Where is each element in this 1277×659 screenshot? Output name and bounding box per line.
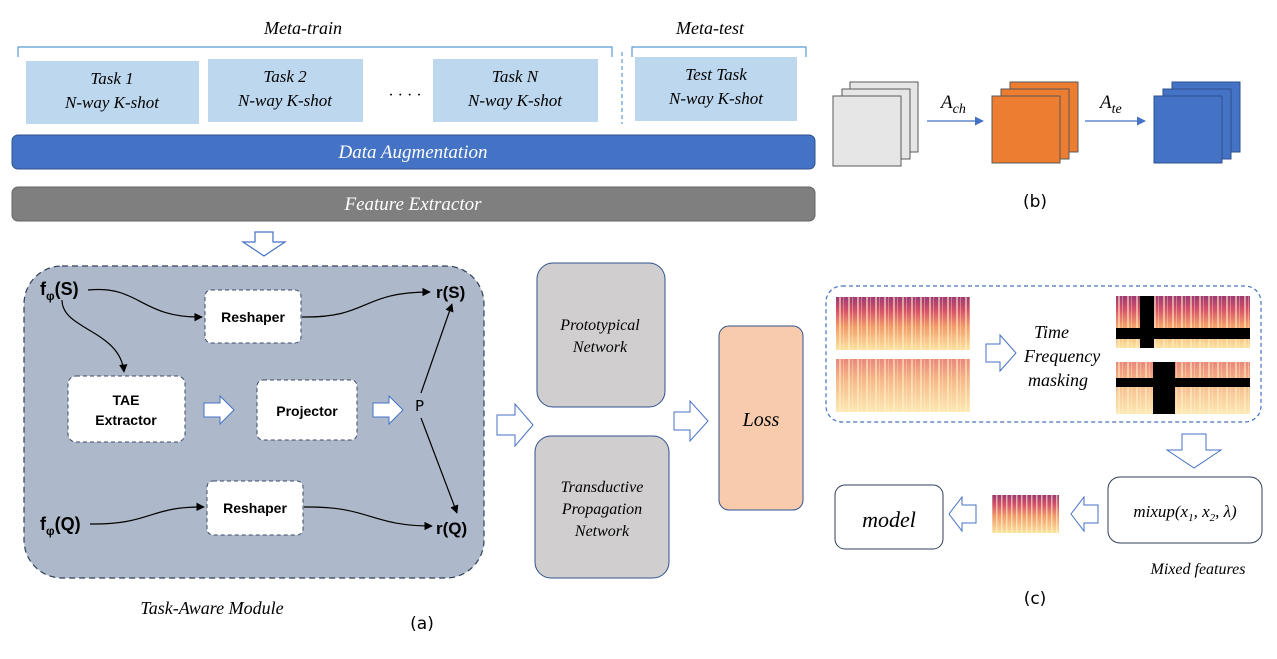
down-arrow-icon <box>1165 433 1223 469</box>
right-arrow-icon <box>372 394 404 426</box>
left-arrow-icon <box>948 495 977 533</box>
test-task-box: Test Task N-way K-shot <box>635 57 797 121</box>
meta-train-label: Meta-train <box>263 18 342 38</box>
orange-stack <box>991 81 1079 164</box>
p-to-rq-connector <box>420 417 459 514</box>
trans-label-2: Propagation <box>561 501 642 518</box>
spectrogram-original-bottom <box>836 359 970 412</box>
masking-label-1: Time <box>1034 322 1069 342</box>
transductive-network-box: Transductive Propagation Network <box>534 435 670 579</box>
task-shot: N-way K-shot <box>64 93 160 112</box>
spectrogram-masked-top <box>1116 296 1250 348</box>
tae-extractor-box: TAE Extractor <box>67 375 186 443</box>
panel-b-label: (b) <box>1023 192 1047 212</box>
reshaper-to-rq-connector <box>303 506 433 531</box>
meta-test-bracket <box>631 46 807 57</box>
left-arrow-icon <box>1070 495 1099 533</box>
fs-to-tae-connector <box>61 299 128 373</box>
mixup-box: mixup(x1, x2, λ) <box>1107 476 1263 544</box>
panel-c-label: (c) <box>1024 589 1047 609</box>
a-te-label: Ate <box>1098 92 1122 117</box>
task-name: Task N <box>492 67 540 86</box>
f-phi-s: fφ(S) <box>40 279 79 303</box>
task-name: Test Task <box>685 65 747 84</box>
reshaper-top-label: Reshaper <box>221 309 285 325</box>
task-box-2: Task 2 N-way K-shot <box>208 59 363 122</box>
tae-label-2: Extractor <box>95 412 157 428</box>
proto-label-2: Network <box>572 339 628 356</box>
feature-extractor-bar: Feature Extractor <box>11 186 816 222</box>
mixed-features-label: Mixed features <box>1150 561 1246 578</box>
prototypical-network-box: Prototypical Network <box>536 262 666 408</box>
proto-label-1: Prototypical <box>559 317 640 334</box>
down-arrow-icon <box>241 231 287 257</box>
f-phi-q: fφ(Q) <box>40 514 81 538</box>
masking-label-3: masking <box>1028 370 1088 390</box>
mixup-formula: mixup(x1, x2, λ) <box>1133 502 1237 524</box>
trans-label-3: Network <box>574 523 630 540</box>
loss-box: Loss <box>718 325 804 511</box>
projector-label: Projector <box>276 403 338 419</box>
reshaper-bottom-box: Reshaper <box>206 480 304 536</box>
tae-label-1: TAE <box>113 392 140 408</box>
meta-test-label: Meta-test <box>675 18 745 38</box>
a-ch-label: Ach <box>939 92 966 117</box>
reshaper-bottom-label: Reshaper <box>223 500 287 516</box>
task-shot: N-way K-shot <box>668 89 764 108</box>
right-arrow-icon <box>985 333 1017 373</box>
task-shot: N-way K-shot <box>237 91 333 110</box>
task-aware-module-panel <box>23 265 485 579</box>
data-augmentation-bar: Data Augmentation <box>11 134 816 170</box>
model-label: model <box>862 507 916 532</box>
reshaper-top-box: Reshaper <box>204 289 302 344</box>
r-q-label: r(Q) <box>436 519 467 538</box>
task-name: Task 2 <box>263 67 307 86</box>
task-box-n: Task N N-way K-shot <box>433 59 598 122</box>
mixed-spectrogram <box>992 495 1059 533</box>
ellipsis-dots: · · · · <box>388 87 421 104</box>
p-to-rs-connector <box>420 303 454 394</box>
task-aware-module-label: Task-Aware Module <box>140 598 283 618</box>
task-name: Task 1 <box>90 69 133 88</box>
task-box-1: Task 1 N-way K-shot <box>26 61 199 124</box>
p-label: P <box>415 397 424 415</box>
feature-extractor-label: Feature Extractor <box>343 194 482 215</box>
task-shot: N-way K-shot <box>467 91 563 110</box>
data-augmentation-label: Data Augmentation <box>337 142 487 163</box>
fs-to-reshaper-connector <box>87 288 203 322</box>
gray-stack <box>832 81 919 167</box>
model-box: model <box>834 484 944 550</box>
right-arrow-icon <box>203 394 235 426</box>
panel-a-label: (a) <box>410 614 434 634</box>
masking-label-2: Frequency <box>1023 346 1100 366</box>
fq-to-reshaper-connector <box>89 502 205 525</box>
r-s-label: r(S) <box>436 283 465 302</box>
spectrogram-original-top <box>836 297 970 350</box>
projector-box: Projector <box>256 379 358 441</box>
loss-label: Loss <box>742 409 780 431</box>
reshaper-to-rs-connector <box>301 287 431 318</box>
trans-label-1: Transductive <box>561 479 644 496</box>
right-arrow-icon <box>496 402 534 448</box>
blue-stack <box>1153 81 1241 164</box>
meta-train-bracket <box>17 46 613 57</box>
right-arrow-icon <box>673 399 709 443</box>
spectrogram-masked-bottom <box>1116 362 1250 414</box>
